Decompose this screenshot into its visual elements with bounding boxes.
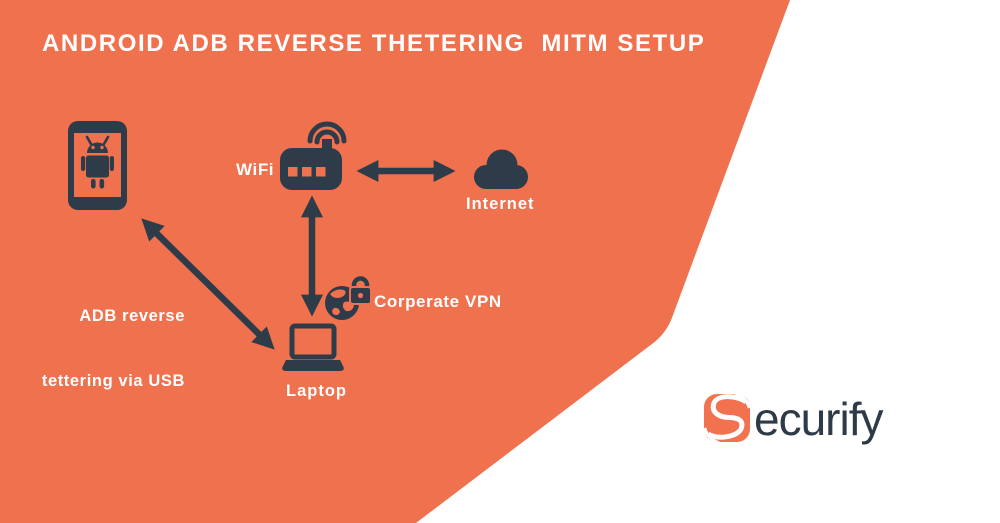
- adb-tethering-label: ADB reverse tettering via USB: [20, 262, 185, 436]
- securify-logo: ecurify: [703, 392, 883, 445]
- diagram-title: ANDROID ADB REVERSE THETERING MITM SETUP: [42, 30, 706, 57]
- android-phone-icon: [68, 121, 127, 210]
- adb-tethering-label-line1: ADB reverse: [79, 306, 185, 325]
- laptop-label: Laptop: [286, 382, 347, 400]
- vpn-globe-lock-icon: [325, 276, 372, 320]
- adb-tethering-label-line2: tettering via USB: [41, 371, 185, 390]
- securify-logo-text: ecurify: [754, 393, 883, 445]
- vpn-label: Corperate VPN: [374, 292, 502, 311]
- cloud-icon: [474, 149, 528, 189]
- laptop-icon: [282, 323, 344, 371]
- wifi-signal-icon: [307, 121, 347, 145]
- wifi-label: WiFi: [236, 160, 275, 179]
- securify-s-mark-icon: [703, 392, 751, 444]
- internet-label: Internet: [466, 195, 535, 213]
- lock-icon: [349, 276, 372, 305]
- wifi-router-icon: [280, 121, 347, 190]
- android-robot-icon: [81, 135, 114, 189]
